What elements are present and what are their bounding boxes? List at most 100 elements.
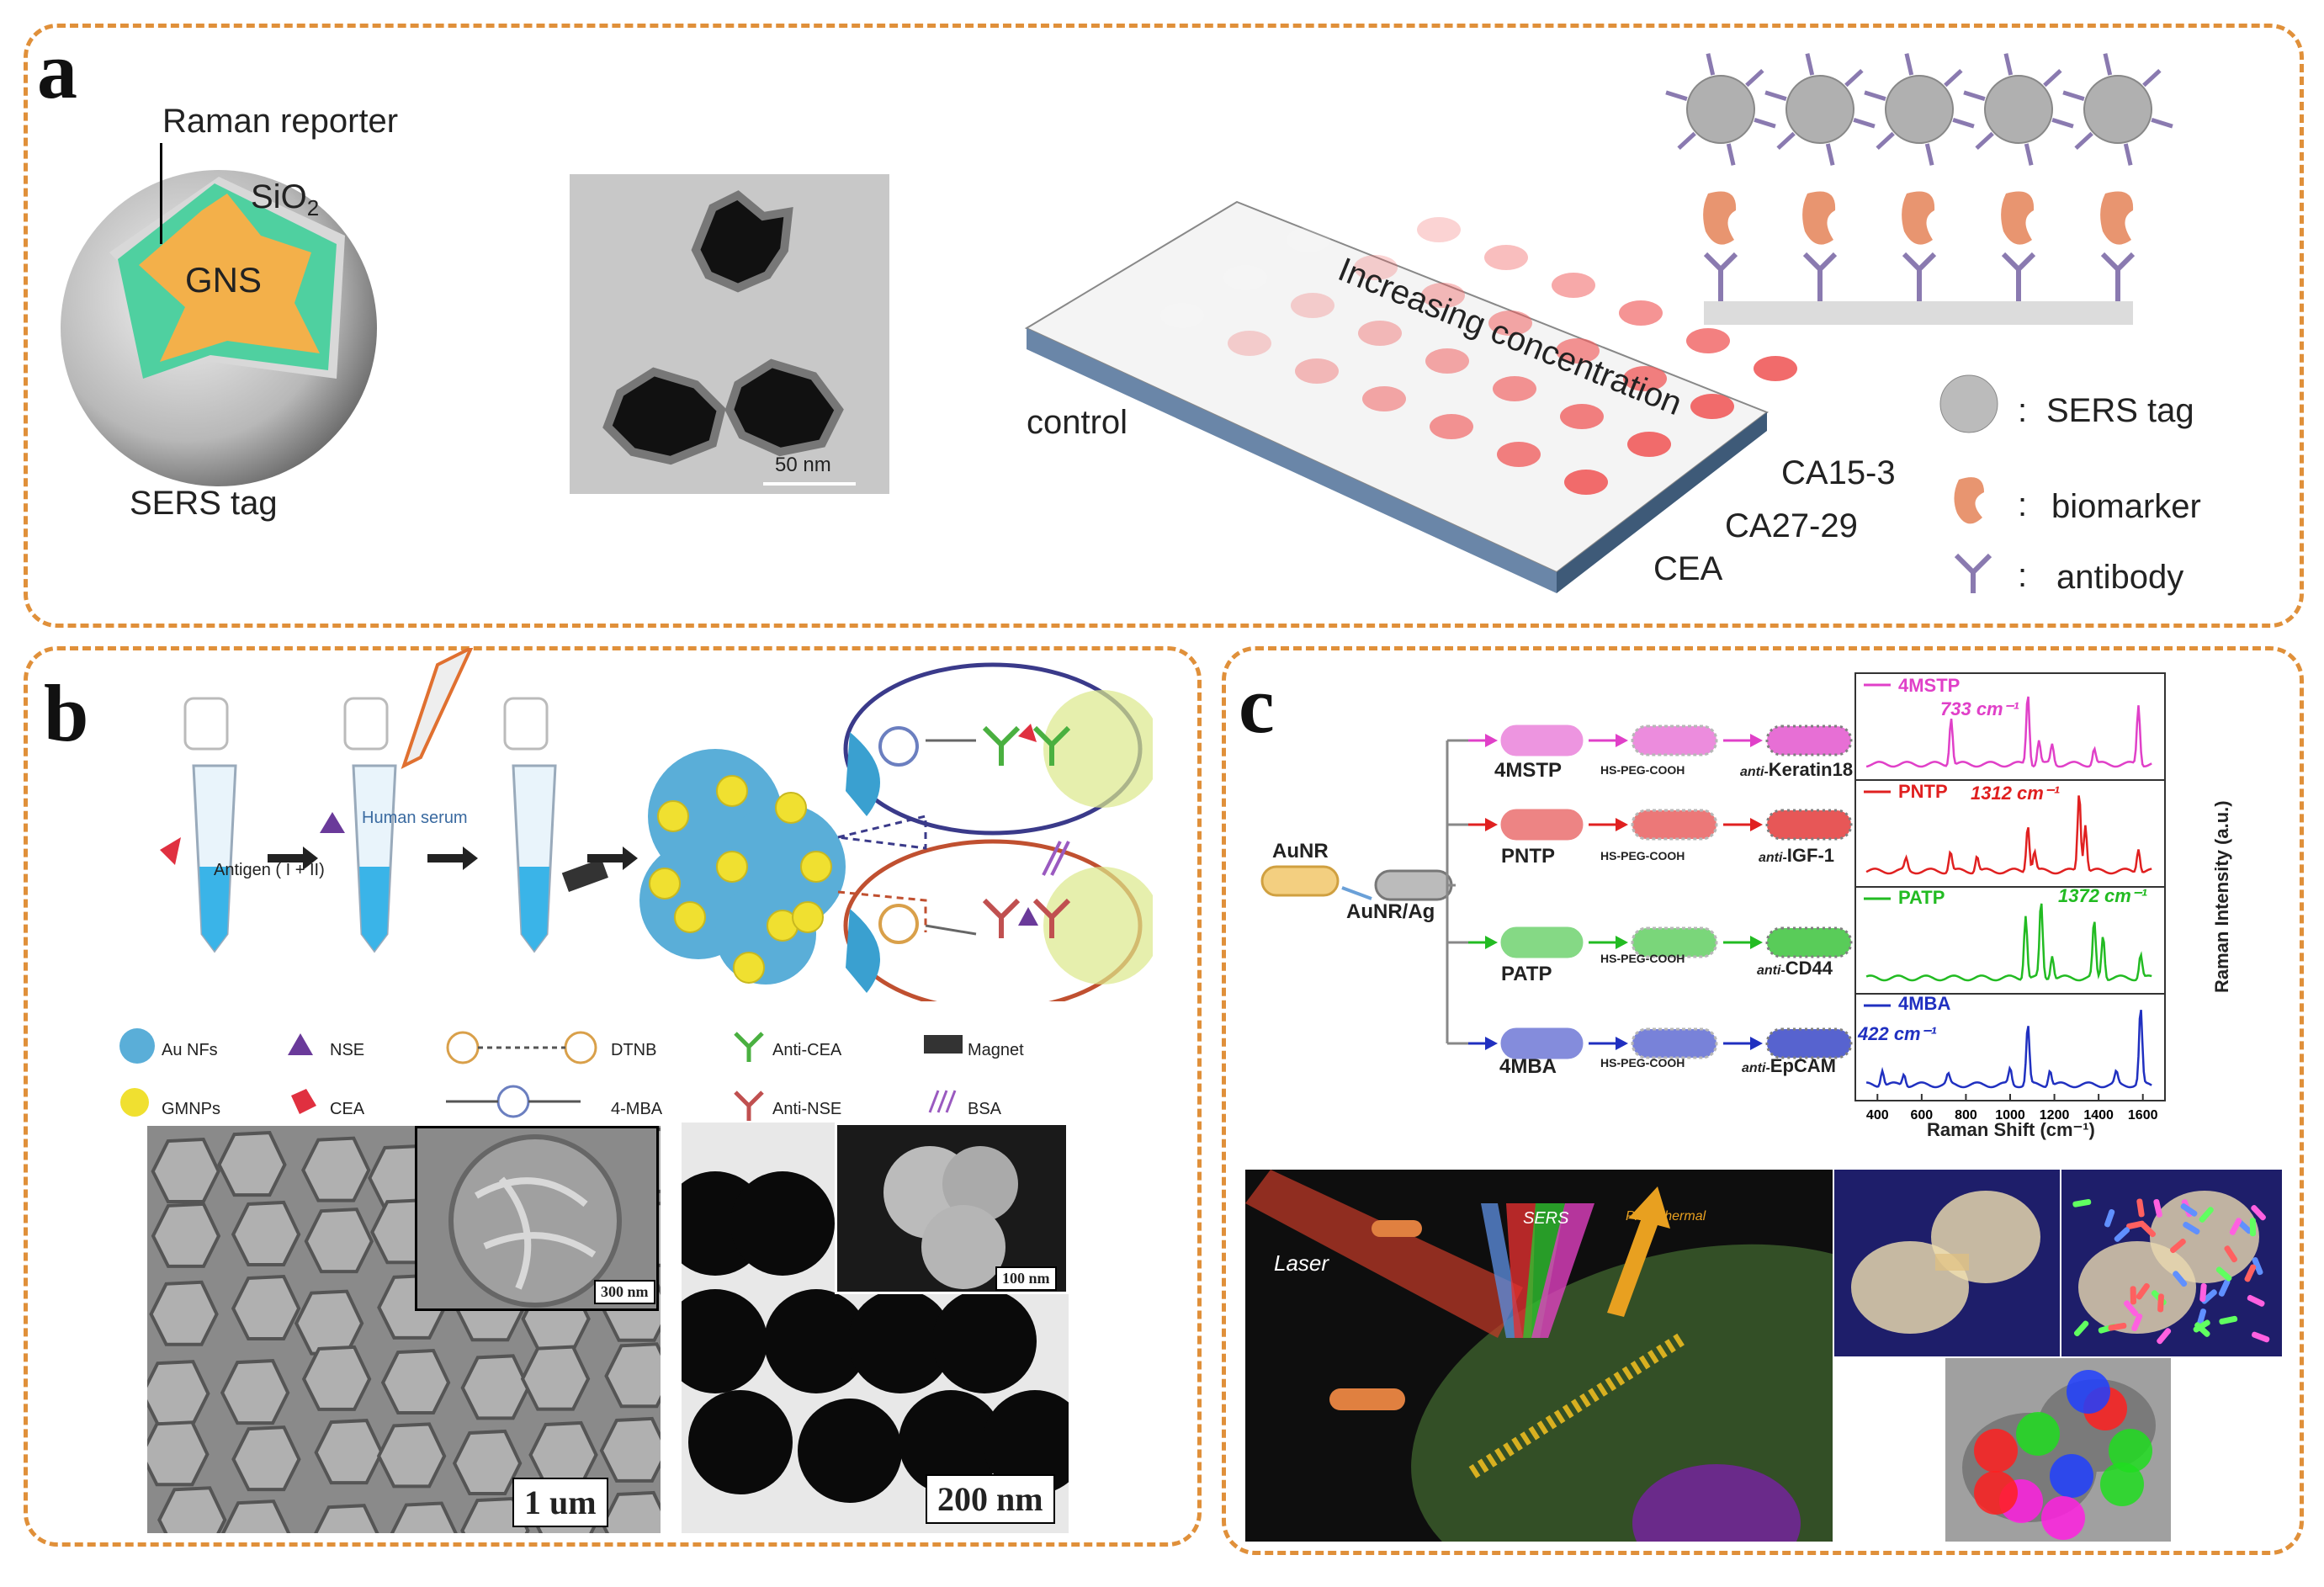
sers-tag-bead — [2084, 76, 2152, 143]
marker-ca15-3: CA15-3 — [1781, 456, 1896, 490]
antibody — [1953, 119, 1974, 126]
antibody — [1666, 93, 1687, 99]
biomarker — [2100, 192, 2133, 245]
legend-bsa: BSA — [968, 1101, 1001, 1117]
au-nf-particle — [296, 1292, 362, 1354]
antibody — [2125, 144, 2130, 165]
spectrum-2-name: PNTP — [1898, 783, 1948, 801]
antibody — [1907, 54, 1912, 75]
capture-antibody — [1805, 254, 1835, 301]
au-nf-particle — [147, 1361, 208, 1424]
au-nf-particle — [682, 1289, 767, 1393]
antibody — [1679, 134, 1695, 149]
array-spot — [1690, 394, 1734, 419]
marker-cea: CEA — [1653, 552, 1722, 586]
array-spot — [1425, 348, 1469, 374]
magnet-icon — [922, 1032, 964, 1057]
sers-spot — [1974, 1471, 2018, 1515]
gmnp — [675, 902, 705, 932]
array-spot — [1493, 376, 1536, 401]
gmnp — [776, 793, 806, 823]
antibody — [1945, 71, 1961, 86]
nanorod — [2113, 1226, 2130, 1243]
gmnps-icon — [118, 1085, 151, 1119]
capture-antibody — [2003, 254, 2034, 301]
anti-cea-icon — [730, 1028, 767, 1065]
array-spot — [1350, 189, 1393, 215]
antibody — [1828, 144, 1833, 165]
sers-tag-bead — [1786, 76, 1854, 143]
dtnb-icon — [438, 1018, 606, 1069]
sers-tag-bead — [1687, 76, 1754, 143]
control-label: control — [1027, 406, 1128, 439]
nanorod — [2219, 1315, 2238, 1324]
gmnp — [801, 852, 831, 882]
legend-4-mba: 4-MBA — [611, 1101, 662, 1117]
au-nf-particle — [153, 1204, 219, 1266]
sers-tag-bead — [1985, 76, 2052, 143]
antibody — [2063, 93, 2084, 99]
nanorod — [2130, 1286, 2137, 1304]
sers-spot — [2100, 1462, 2144, 1506]
peg-rod — [1632, 726, 1716, 755]
au-nf-particle — [222, 1361, 288, 1423]
sers-spot — [2041, 1496, 2085, 1540]
biomarker — [1902, 192, 1934, 245]
nanorod — [2157, 1293, 2164, 1312]
gmnp — [658, 801, 688, 831]
sers-tag-illustration — [59, 160, 395, 505]
au-nf-particle — [463, 1356, 528, 1418]
assay-workflow-illustration — [143, 648, 1153, 1001]
legend-anti-cea: Anti-CEA — [772, 1042, 841, 1059]
row-2-antibody: anti-IGF-1 — [1759, 847, 1834, 865]
antibody — [1877, 134, 1893, 149]
capture-antibody — [1904, 254, 1934, 301]
array-spot — [1497, 442, 1541, 467]
sers-label: SERS — [1523, 1210, 1568, 1227]
spectrum-1-name: 4MSTP — [1898, 677, 1960, 695]
au-nf-particle — [147, 1422, 207, 1484]
row-1-antibody: anti-Keratin18 — [1740, 761, 1853, 779]
array-spot — [1160, 303, 1204, 328]
sio2-label: SiO2 — [251, 180, 319, 219]
sers-spot — [1974, 1429, 2018, 1473]
nanorod — [2153, 1198, 2163, 1218]
spectrum-3-name: PATP — [1898, 889, 1945, 907]
sandwich-assay-illustration — [1582, 34, 2213, 345]
array-spot — [1564, 470, 1608, 495]
au-nf-particle — [223, 1501, 289, 1533]
biomarker-legend-icon — [1950, 471, 1992, 530]
au-nf-particle — [314, 1505, 379, 1533]
array-spot — [1295, 358, 1339, 384]
antibody — [1846, 71, 1862, 86]
array-spot — [1362, 386, 1406, 411]
array-spot — [1754, 356, 1797, 381]
cea-icon — [289, 1087, 318, 1116]
reporter-rod — [1502, 928, 1582, 957]
au-nf-particle — [153, 1139, 219, 1202]
tem-scale-bar — [763, 482, 856, 486]
array-spot — [1627, 432, 1671, 457]
panel-a-label: a — [37, 30, 77, 111]
au-nf-particle — [233, 1202, 299, 1265]
au-nf-particle — [688, 1390, 793, 1494]
cell-sers-map-image — [1945, 1358, 2171, 1542]
legend-antibody: antibody — [2056, 560, 2183, 594]
au-nf-particle — [798, 1399, 902, 1503]
capture-antibody — [1706, 254, 1736, 301]
antibody — [2105, 54, 2110, 75]
row-3-antibody: anti-CD44 — [1757, 959, 1833, 978]
au-nf-particle — [932, 1289, 1037, 1393]
au-nf-particle — [303, 1138, 369, 1201]
spectrum-1-peak: 733 cm⁻¹ — [1940, 700, 2019, 719]
legend-colon-1: : — [2018, 394, 2027, 427]
antibody-rod — [1767, 810, 1851, 839]
x-tick-label: 1600 — [2128, 1108, 2158, 1123]
legend-colon-3: : — [2018, 559, 2027, 592]
au-nf-particle — [379, 1424, 444, 1486]
antibody — [1807, 54, 1812, 75]
biomarker — [1802, 192, 1835, 245]
sers-spot — [2067, 1370, 2110, 1414]
gmnp — [717, 852, 747, 882]
tem-scale-label: 50 nm — [775, 455, 831, 475]
